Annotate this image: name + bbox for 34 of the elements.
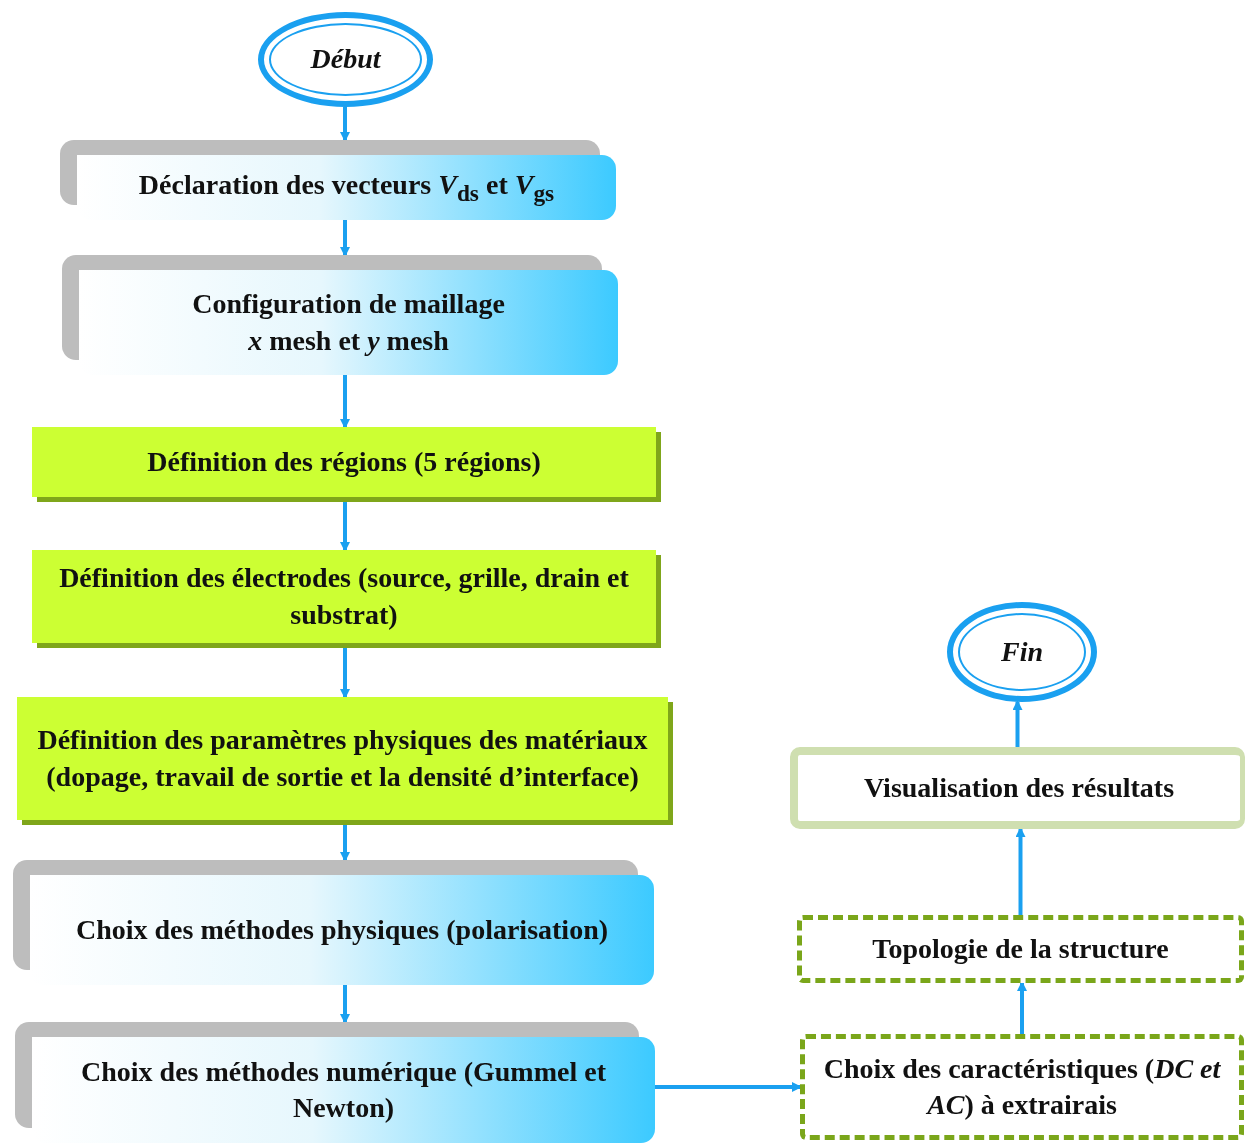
step-text: Choix des méthodes physiques (polarisation) (74, 912, 610, 947)
step-text: Choix des méthodes numérique (Gummel et Newton) (80, 1054, 607, 1125)
step-text: Déclaration des vecteurs V$_{ds}$ et V$_{gs}$ (137, 168, 556, 208)
process-box (17, 697, 673, 825)
process-box (797, 915, 1244, 983)
process-box (60, 140, 616, 220)
step-text: Topologie de la structure (871, 931, 1170, 966)
step-text: Choix des caractéristiques (DC et AC) à extrairais (822, 1051, 1222, 1122)
step-text: Définition des électrodes (source, grille, drain et substrat) (58, 561, 630, 632)
arrow (1015, 827, 1026, 915)
step-text: Visualisation des résultats (862, 770, 1176, 805)
process-box (32, 427, 661, 502)
process-box (790, 747, 1245, 829)
arrow (340, 375, 350, 429)
arrow (1012, 700, 1023, 747)
arrow (1017, 981, 1027, 1034)
arrow (340, 825, 350, 862)
process-box (62, 255, 618, 375)
arrow (340, 648, 350, 699)
arrow (655, 1082, 802, 1092)
arrow (340, 107, 350, 142)
terminal-label: Fin (1000, 634, 1044, 669)
arrow (340, 220, 350, 257)
step-text: Définition des paramètres physiques des matériaux (dopage, travail de sortie et la densité d’interface) (36, 723, 649, 794)
step-text: x mesh et y mesh (247, 323, 450, 358)
step-text: Définition des régions (5 régions) (146, 444, 542, 479)
process-box (15, 1022, 655, 1143)
process-box (13, 860, 654, 985)
process-box (32, 550, 661, 648)
arrow (340, 985, 350, 1024)
process-box (800, 1034, 1244, 1140)
terminal-label: Début (309, 42, 382, 77)
step-text: Configuration de maillage (191, 287, 506, 322)
arrow (340, 502, 350, 552)
